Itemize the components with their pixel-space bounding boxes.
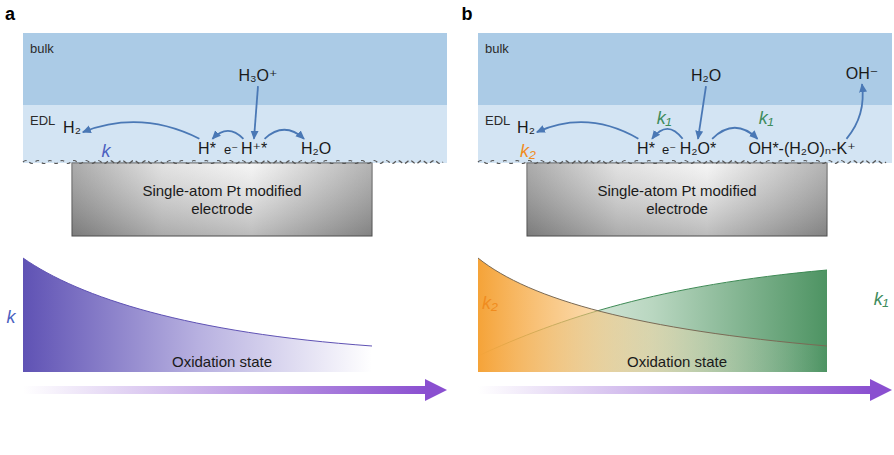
- electrode-shade: [527, 163, 827, 236]
- species-node: H₂O*: [678, 139, 718, 159]
- species-label: H₃O⁺: [239, 67, 278, 85]
- axis-label: Oxidation state: [172, 354, 272, 371]
- electron-label: e⁻: [224, 143, 238, 157]
- region-label: EDL: [485, 113, 510, 128]
- electrode-label: Single-atom Pt modified electrode: [587, 182, 767, 218]
- rate-constant: k: [102, 142, 111, 162]
- axis-arrow-head: [870, 379, 892, 401]
- rate-constant: k₂: [482, 294, 498, 314]
- axis-label: Oxidation state: [627, 354, 727, 371]
- electrode-body: [527, 163, 827, 236]
- bulk-band: [23, 33, 447, 105]
- region-label: bulk: [485, 41, 509, 56]
- species-label: H*: [198, 140, 216, 158]
- rate-area: [23, 258, 372, 372]
- electrode-box: Single-atom Pt modified electrode: [72, 163, 372, 236]
- reaction-arrow: [265, 130, 304, 139]
- electrode-body: [72, 163, 372, 236]
- rate-constant: k₁: [657, 109, 672, 129]
- reaction-arrow: [254, 86, 258, 139]
- species-label: H₂O*: [680, 140, 716, 158]
- bulk-band: [478, 33, 892, 105]
- species-label: H₂: [63, 119, 81, 137]
- rate-constant: k: [7, 308, 16, 328]
- surface-dashed-line: [23, 161, 443, 164]
- reaction-arrow: [537, 122, 639, 139]
- species-label: H₂: [517, 119, 535, 137]
- edl-band: [478, 105, 892, 163]
- species-node: H⁺*: [239, 139, 269, 159]
- electrode-box: Single-atom Pt modified electrode: [527, 163, 827, 236]
- axis-arrow: [23, 386, 427, 394]
- region-label: EDL: [30, 113, 55, 128]
- reaction-arrow: [83, 122, 200, 139]
- species-label: H₂O: [691, 67, 721, 85]
- electrode-shade: [72, 163, 372, 236]
- reaction-arrow: [712, 128, 757, 139]
- panel-letter: b: [462, 5, 473, 25]
- edl-band: [23, 105, 447, 163]
- rate-constant: k₁: [874, 290, 889, 310]
- electrode-label: Single-atom Pt modified electrode: [132, 182, 312, 218]
- species-node: H₃O⁺: [237, 66, 280, 86]
- rate-curve: [23, 258, 372, 346]
- axis-arrow-head: [425, 379, 447, 401]
- k2-curve: [478, 258, 827, 346]
- species-node: H₂: [515, 118, 537, 138]
- species-node: OH⁻: [844, 64, 880, 84]
- panel-letter: a: [5, 5, 15, 25]
- species-node: H₂O: [299, 139, 333, 159]
- bulk-region: bulkH₃O⁺: [23, 33, 447, 105]
- species-node: H*: [196, 139, 218, 159]
- k2-area: [478, 258, 827, 372]
- species-label: H*: [637, 140, 655, 158]
- species-label: H₂O: [301, 140, 331, 158]
- edl-region: EDL H₂ H* H₂O* OH*-(H₂O)ₙ-K⁺: [478, 105, 892, 163]
- species-node: H*: [635, 139, 657, 159]
- rate-constant: k₂: [520, 142, 536, 162]
- region-label: bulk: [30, 41, 54, 56]
- bulk-region: bulkH₂O OH⁻: [478, 33, 892, 105]
- species-label: OH*-(H₂O)ₙ-K⁺: [748, 140, 855, 158]
- species-label: H⁺*: [241, 140, 267, 158]
- species-node: H₂: [61, 118, 83, 138]
- reaction-arrow: [212, 131, 243, 139]
- surface-dashed-line: [478, 161, 886, 164]
- rate-constant: k₁: [759, 109, 774, 129]
- species-node: H₂O: [689, 66, 723, 86]
- reaction-arrow: [652, 129, 683, 139]
- species-node: OH*-(H₂O)ₙ-K⁺: [746, 139, 857, 159]
- axis-arrow: [478, 386, 872, 394]
- species-label: OH⁻: [846, 65, 878, 83]
- reaction-arrow: [847, 84, 863, 139]
- reaction-arrow: [698, 86, 706, 139]
- electron-label: e⁻: [662, 143, 676, 157]
